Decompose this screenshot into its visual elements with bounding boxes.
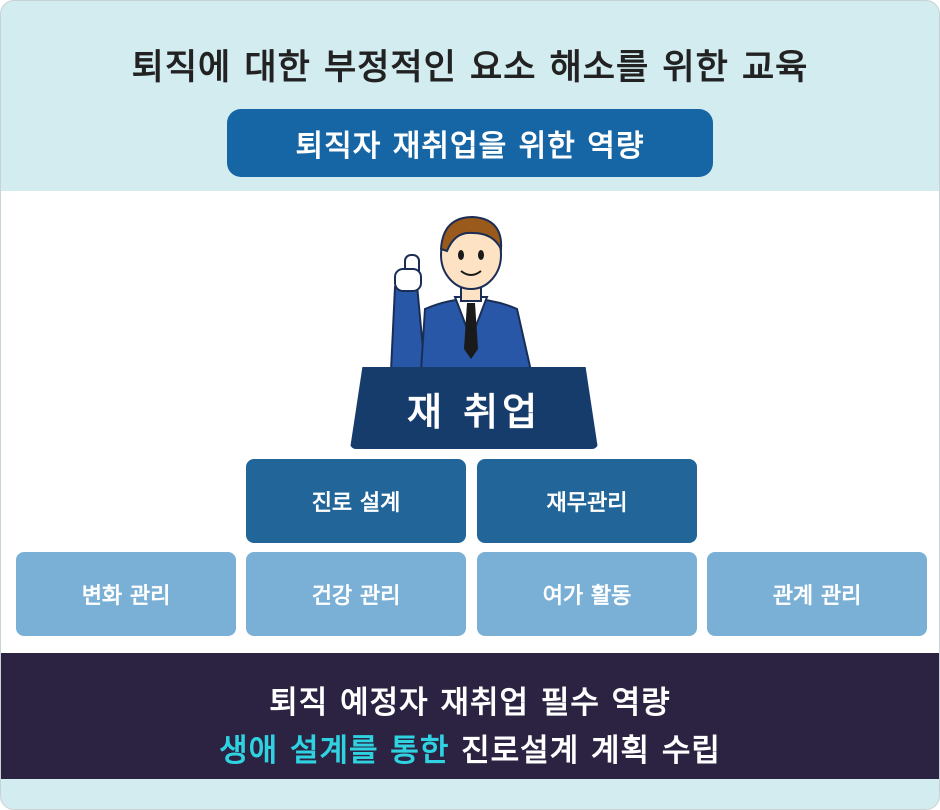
box-health-management: 건강 관리 [246,552,466,636]
box-relationship-management: 관계 관리 [707,552,927,636]
box-label: 변화 관리 [81,584,171,609]
box-label: 여가 활동 [542,584,632,609]
box-label: 진로 설계 [311,491,401,516]
reemployment-podium: 재 취업 [350,367,598,449]
footer-band [1,653,939,779]
businessman-pointing-up-icon [389,215,533,371]
box-label: 재무관리 [546,491,628,516]
footer-line-1: 퇴직 예정자 재취업 필수 역량 [269,685,671,721]
footer-highlight: 생애 설계를 통한 [219,733,450,769]
subtitle-pill: 퇴직자 재취업을 위한 역량 [227,109,713,177]
box-change-management: 변화 관리 [16,552,236,636]
subtitle-label: 퇴직자 재취업을 위한 역량 [295,129,645,164]
box-leisure-activities: 여가 활동 [477,552,697,636]
box-label: 관계 관리 [772,584,862,609]
footer-line-2: 생애 설계를 통한 진로설계 계획 수립 [1,725,939,770]
page-title: 퇴직에 대한 부정적인 요소 해소를 위한 교육 [131,48,809,88]
box-label: 건강 관리 [311,584,401,609]
box-financial-management: 재무관리 [477,459,697,543]
footer-rest: 진로설계 계획 수립 [449,733,721,769]
podium-label: 재 취업 [406,389,542,434]
box-career-design: 진로 설계 [246,459,466,543]
